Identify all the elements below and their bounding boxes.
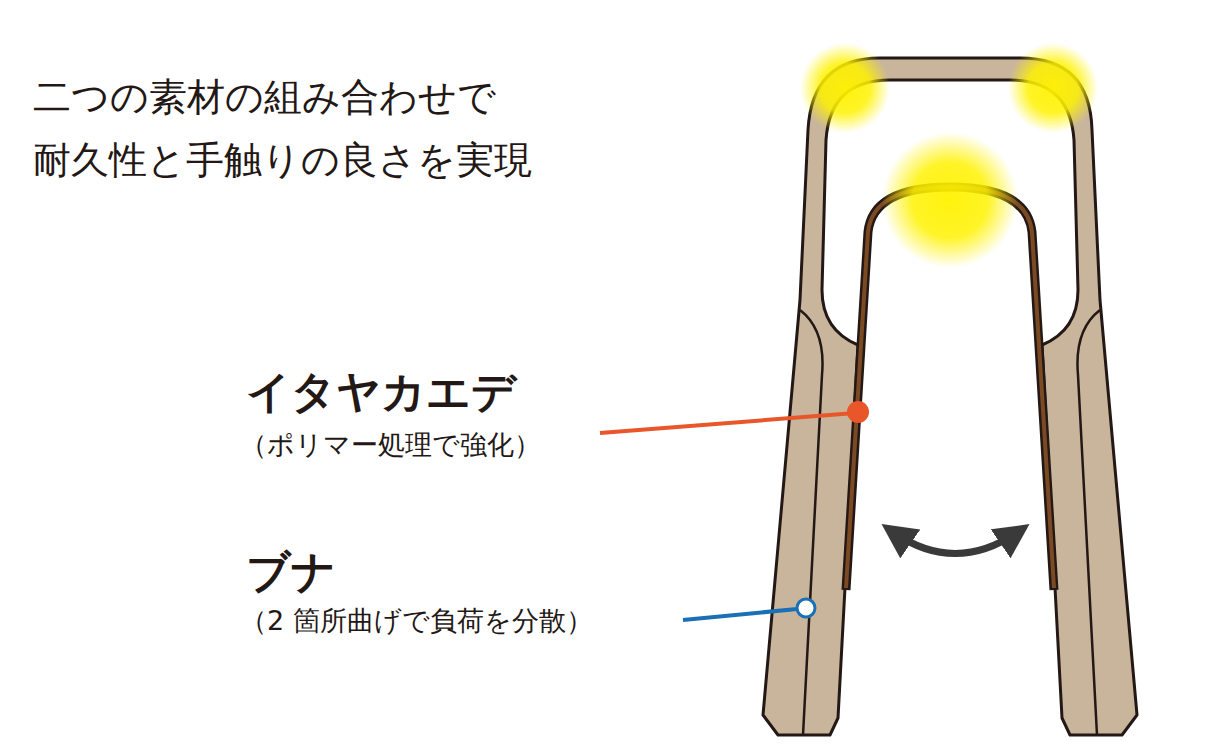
part-note: （ポリマー処理で強化） [240, 428, 541, 462]
part-name: ブナ [246, 546, 336, 598]
beech-groove [1077, 310, 1100, 735]
leader-line [683, 609, 797, 620]
leader-line [600, 413, 855, 433]
beech-groove [800, 310, 823, 735]
stress-glow [800, 43, 890, 133]
part-name: イタヤカエデ [246, 366, 516, 418]
stress-glow [882, 132, 1018, 268]
heading: 二つの素材の組み合わせで 耐久性と手触りの良さを実現 [33, 66, 733, 192]
beech-body [763, 58, 1137, 735]
leader-dot [847, 401, 869, 423]
part-note: （2 箇所曲げで負荷を分散） [240, 604, 593, 638]
stress-glow [1008, 43, 1098, 133]
leader-dot [797, 599, 815, 617]
flex-arrow [893, 532, 1018, 554]
